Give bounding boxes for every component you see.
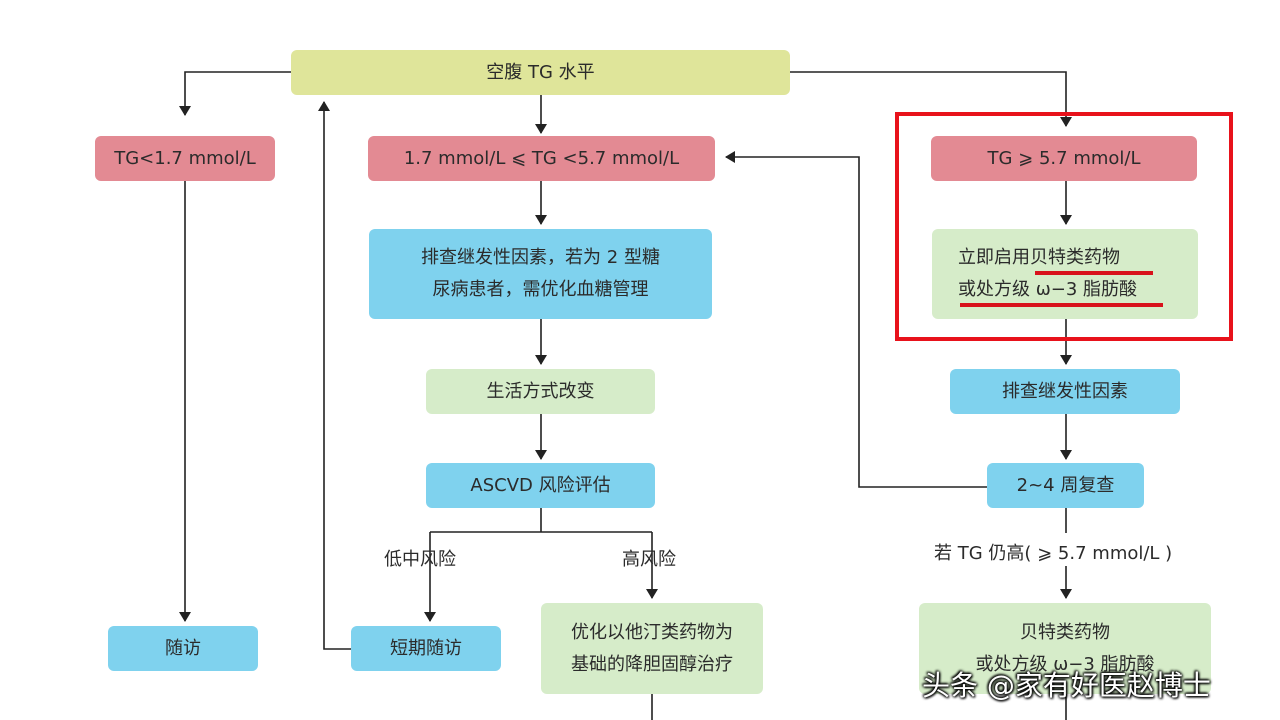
underline-fibrate bbox=[1035, 271, 1153, 275]
statin-therapy-line-1: 优化以他汀类药物为 bbox=[571, 621, 733, 643]
short-followup-node: 短期随访 bbox=[351, 626, 501, 671]
arrow-top-to-high bbox=[790, 71, 1072, 127]
fibrate-omega-node: 贝特类药物 或处方级 ω−3 脂肪酸 bbox=[919, 603, 1211, 694]
underline-omega bbox=[960, 303, 1163, 307]
tg-still-high-label: 若 TG 仍高( ⩾ 5.7 mmol/L ) bbox=[934, 543, 1173, 564]
high-risk-label: 高风险 bbox=[622, 549, 676, 570]
highlight-frame bbox=[895, 112, 1233, 341]
lifestyle-node: 生活方式改变 bbox=[426, 369, 655, 414]
low-mid-risk-label: 低中风险 bbox=[384, 549, 456, 570]
recheck-node: 2~4 周复查 bbox=[987, 463, 1144, 508]
immediate-fibrate-line-2: 或处方级 ω−3 脂肪酸 bbox=[958, 279, 1138, 300]
statin-therapy-node: 优化以他汀类药物为 基础的降胆固醇治疗 bbox=[541, 603, 763, 694]
secondary-screen-node: 排查继发性因素 bbox=[950, 369, 1180, 414]
tg-low-node: TG<1.7 mmol/L bbox=[95, 136, 275, 181]
statin-therapy-line-2: 基础的降胆固醇治疗 bbox=[571, 653, 733, 675]
secondary-diabetes-line-1: 排查继发性因素，若为 2 型糖 bbox=[421, 247, 660, 268]
fasting-tg-node: 空腹 TG 水平 bbox=[291, 50, 790, 95]
secondary-diabetes-node: 排查继发性因素，若为 2 型糖 尿病患者，需优化血糖管理 bbox=[369, 229, 712, 319]
arrow-recheck-loop bbox=[725, 151, 987, 488]
arrow-ascvd-split bbox=[430, 508, 652, 533]
arrow-short-followup-loop bbox=[318, 101, 352, 650]
tg-high-node: TG ⩾ 5.7 mmol/L bbox=[931, 136, 1197, 181]
followup-node: 随访 bbox=[108, 626, 258, 671]
watermark: 头条 @家有好医赵博士 bbox=[922, 669, 1211, 702]
ascvd-node: ASCVD 风险评估 bbox=[426, 463, 655, 508]
fibrate-omega-line-2: 或处方级 ω−3 脂肪酸 bbox=[975, 653, 1155, 675]
secondary-diabetes-line-2: 尿病患者，需优化血糖管理 bbox=[432, 279, 649, 300]
immediate-fibrate-line-1: 立即启用贝特类药物 bbox=[958, 247, 1120, 268]
fibrate-omega-line-1: 贝特类药物 bbox=[1020, 621, 1110, 643]
arrow-top-to-low bbox=[179, 71, 292, 116]
tg-mid-node: 1.7 mmol/L ⩽ TG <5.7 mmol/L bbox=[368, 136, 715, 181]
